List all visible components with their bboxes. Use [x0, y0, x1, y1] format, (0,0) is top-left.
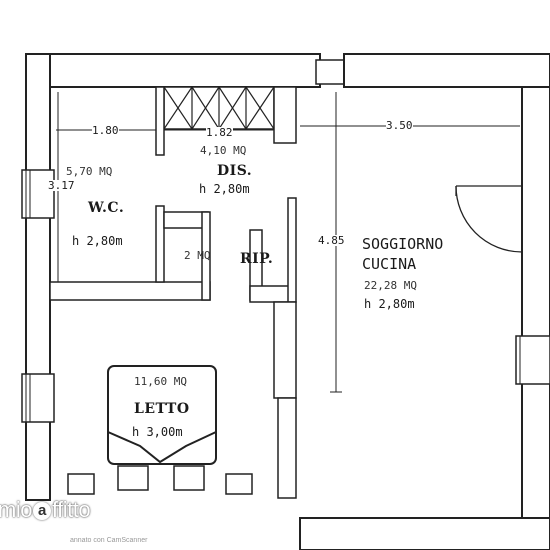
outer-wall-left	[25, 53, 51, 501]
dis-area: 4,10 MQ	[200, 144, 247, 157]
closet-cross-marks	[163, 86, 275, 130]
wall-rip-bottom	[249, 285, 291, 303]
dimension-wc-height: 3.17	[48, 179, 75, 192]
window-left-lower	[21, 373, 55, 423]
soggiorno-area: 22,28 MQ	[364, 279, 417, 292]
logo-right-text: ffitto	[51, 497, 91, 522]
dimension-soggiorno-height: 4.85	[318, 234, 345, 247]
bed-pillows	[107, 431, 217, 464]
nightstand-right	[173, 465, 205, 491]
window-top	[315, 59, 349, 85]
wall-dis-right-top	[273, 86, 297, 144]
window-left-upper	[21, 169, 55, 219]
dis-height: h 2,80m	[199, 182, 250, 196]
nightstand-left	[117, 465, 149, 491]
wall-letto-right	[277, 397, 297, 499]
wall-central	[287, 197, 297, 303]
outer-wall-top-left	[25, 53, 321, 88]
rip-name: RIP.	[240, 251, 274, 267]
wc-height: h 2,80m	[72, 234, 123, 248]
dimension-dis-width: 1.82	[206, 126, 233, 139]
soggiorno-height: h 2,80m	[364, 297, 415, 311]
window-right	[515, 335, 550, 385]
door-swing-soggiorno	[455, 185, 523, 253]
rip-area: 2 MQ	[184, 249, 211, 262]
wall-wc-bottom	[49, 281, 211, 301]
dimension-soggiorno-width: 3.50	[386, 119, 413, 132]
cucina-name: CUCINA	[362, 255, 417, 273]
letto-area: 11,60 MQ	[134, 375, 187, 388]
bed	[107, 365, 217, 465]
soggiorno-name: SOGGIORNO	[362, 235, 444, 253]
dimension-wc-width: 1.80	[92, 124, 119, 137]
dis-name: DIS.	[217, 163, 253, 179]
wall-rip-right	[201, 211, 211, 301]
wall-wc-right	[155, 86, 165, 156]
logo-left-text: mio	[0, 497, 32, 522]
outer-wall-right	[521, 86, 550, 528]
outer-wall-top-right	[343, 53, 550, 88]
wc-area: 5,70 MQ	[66, 165, 113, 178]
bedside-right	[225, 473, 253, 495]
logo-mark-icon: a	[32, 502, 51, 520]
wc-name: W.C.	[88, 200, 125, 216]
wall-wc-rip	[155, 205, 165, 283]
letto-name: LETTO	[134, 401, 190, 417]
wall-central-lower	[273, 301, 297, 399]
scanner-watermark: annato con CamScanner	[70, 537, 148, 544]
letto-height: h 3,00m	[132, 425, 183, 439]
outer-wall-bottom	[299, 517, 550, 550]
bedside-left	[67, 473, 95, 495]
